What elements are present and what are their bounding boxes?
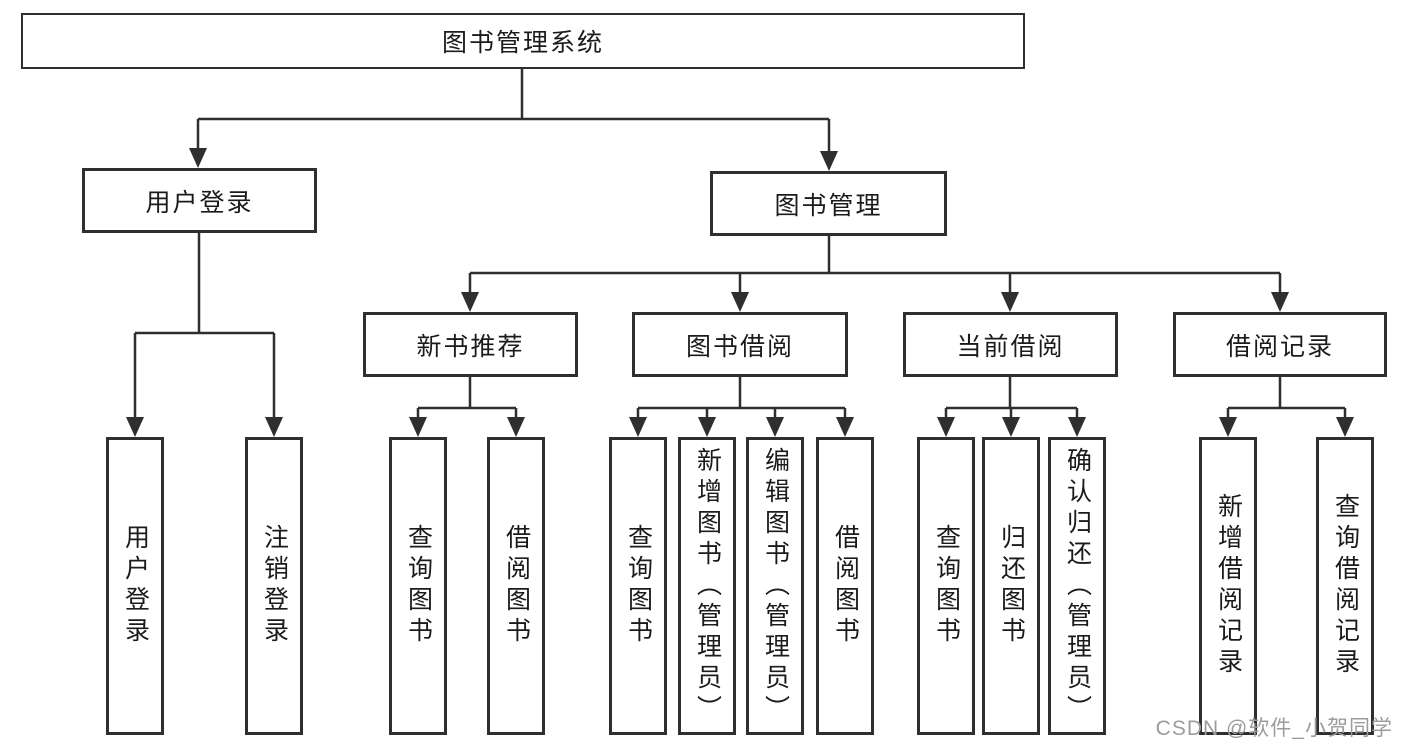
- node-label: 确认归还（管理员）: [1063, 446, 1092, 726]
- node-borrow-record: 借阅记录: [1173, 312, 1387, 377]
- leaf-borrow-query-book: 查询图书: [609, 437, 667, 735]
- leaf-logout: 注销登录: [245, 437, 303, 735]
- node-label: 注销登录: [260, 524, 289, 648]
- node-label: 借阅图书: [831, 524, 860, 648]
- node-label: 查询图书: [624, 524, 653, 648]
- node-book-management: 图书管理: [710, 171, 947, 236]
- node-book-borrow: 图书借阅: [632, 312, 848, 377]
- leaf-borrow-book: 借阅图书: [816, 437, 874, 735]
- node-label: 新书推荐: [416, 332, 525, 361]
- node-label: 借阅图书: [502, 524, 531, 648]
- leaf-current-query-book: 查询图书: [917, 437, 975, 735]
- watermark-text: CSDN @软件_小贺同学: [1155, 717, 1393, 740]
- leaf-query-borrow-record: 查询借阅记录: [1316, 437, 1374, 735]
- leaf-confirm-return-admin: 确认归还（管理员）: [1048, 437, 1106, 735]
- leaf-add-borrow-record: 新增借阅记录: [1199, 437, 1257, 735]
- leaf-add-book-admin: 新增图书（管理员）: [678, 437, 736, 735]
- node-label: 查询图书: [404, 524, 433, 648]
- node-label: 新增图书（管理员）: [693, 446, 722, 726]
- node-label: 查询图书: [932, 524, 961, 648]
- node-label: 图书管理: [774, 191, 883, 220]
- node-label: 用户登录: [121, 524, 150, 648]
- leaf-newbook-borrow-book: 借阅图书: [487, 437, 545, 735]
- leaf-user-login: 用户登录: [106, 437, 164, 735]
- node-label: 查询借阅记录: [1331, 493, 1360, 679]
- node-library-management-system: 图书管理系统: [21, 13, 1025, 69]
- node-label: 借阅记录: [1225, 332, 1334, 361]
- leaf-return-book: 归还图书: [982, 437, 1040, 735]
- node-user-login: 用户登录: [82, 168, 317, 233]
- leaf-newbook-query-book: 查询图书: [389, 437, 447, 735]
- node-current-borrow: 当前借阅: [903, 312, 1118, 377]
- node-label: 当前借阅: [956, 332, 1065, 361]
- node-label: 图书借阅: [685, 332, 794, 361]
- node-label: 新增借阅记录: [1214, 493, 1243, 679]
- node-new-book-recommend: 新书推荐: [363, 312, 578, 377]
- leaf-edit-book-admin: 编辑图书（管理员）: [746, 437, 804, 735]
- node-label: 编辑图书（管理员）: [761, 446, 790, 726]
- node-label: 图书管理系统: [441, 29, 604, 57]
- node-label: 归还图书: [997, 524, 1026, 648]
- node-label: 用户登录: [145, 188, 254, 217]
